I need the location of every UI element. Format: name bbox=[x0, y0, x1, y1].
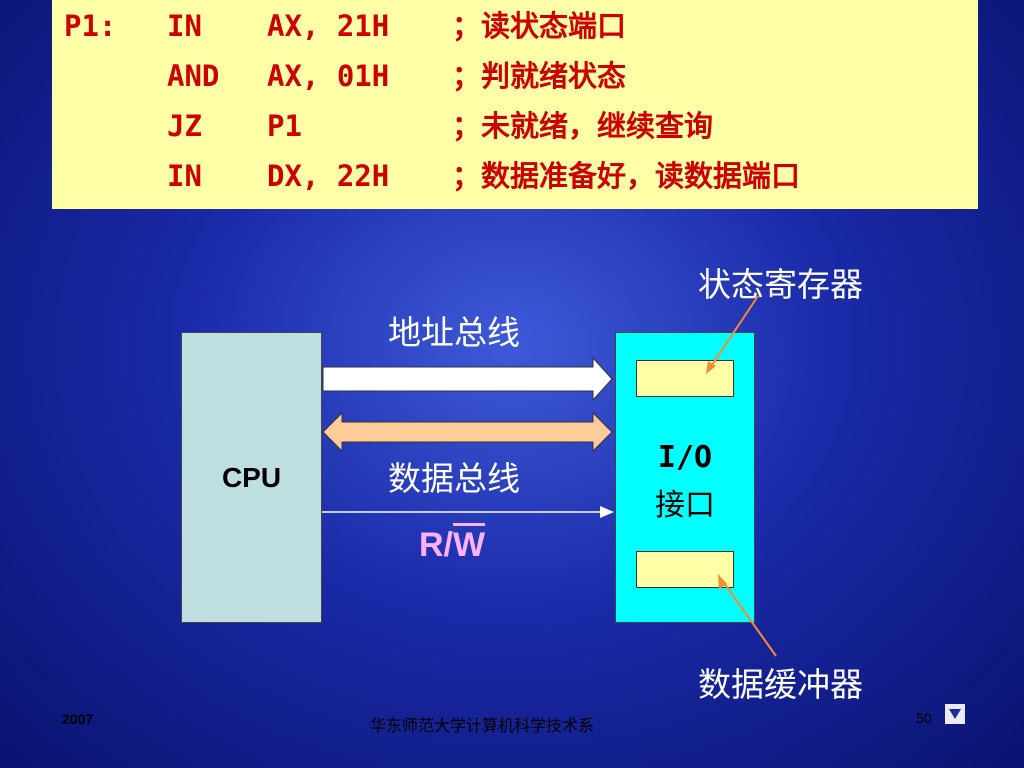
data-buffer-label: 数据缓冲器 bbox=[698, 665, 863, 704]
footer-year: 2007 bbox=[62, 711, 94, 727]
data-buffer-pointer-head bbox=[718, 574, 727, 589]
code-comment: ；判就绪状态 bbox=[452, 59, 627, 93]
code-block: P1: IN AX, 21H ；读状态端口 AND AX, 01H ；判就绪状态… bbox=[52, 0, 978, 209]
code-opcode: IN bbox=[167, 159, 202, 193]
footer-department: 华东师范大学计算机科学技术系 bbox=[370, 716, 595, 735]
code-opcode: AND bbox=[167, 59, 220, 93]
data-buffer-pointer bbox=[721, 579, 777, 657]
rw-w-bar: W bbox=[453, 526, 486, 564]
code-operand: AX, 01H bbox=[267, 59, 390, 93]
code-label: P1: bbox=[64, 9, 117, 43]
code-comment: ；数据准备好，读数据端口 bbox=[452, 159, 801, 193]
rw-signal-label: R/W bbox=[419, 526, 485, 565]
triangle-down-icon bbox=[949, 709, 961, 719]
data-bus-label: 数据总线 bbox=[388, 459, 520, 498]
code-operand: P1 bbox=[267, 109, 302, 143]
status-register-label: 状态寄存器 bbox=[698, 265, 863, 304]
status-register-box bbox=[636, 360, 734, 397]
code-comment: ；读状态端口 bbox=[452, 9, 627, 43]
code-opcode: IN bbox=[167, 9, 202, 43]
io-sublabel: 接口 bbox=[655, 488, 715, 523]
page-number: 50 bbox=[916, 710, 932, 726]
rw-signal-arrowhead bbox=[600, 506, 614, 518]
io-label: I/O bbox=[657, 440, 713, 475]
code-operand: AX, 21H bbox=[267, 9, 390, 43]
data-bus-arrow bbox=[322, 411, 613, 453]
address-bus-arrow bbox=[322, 356, 613, 402]
code-opcode: JZ bbox=[167, 109, 202, 143]
data-buffer-box bbox=[636, 551, 734, 588]
status-register-pointer-head bbox=[706, 361, 716, 374]
cpu-block bbox=[181, 332, 322, 623]
code-comment: ；未就绪，继续查询 bbox=[452, 109, 714, 143]
code-operand: DX, 22H bbox=[267, 159, 390, 193]
status-register-pointer bbox=[709, 295, 759, 369]
next-slide-button[interactable] bbox=[945, 704, 965, 724]
rw-r: R/ bbox=[419, 526, 453, 564]
cpu-label: CPU bbox=[221, 462, 282, 493]
address-bus-label: 地址总线 bbox=[388, 313, 520, 352]
